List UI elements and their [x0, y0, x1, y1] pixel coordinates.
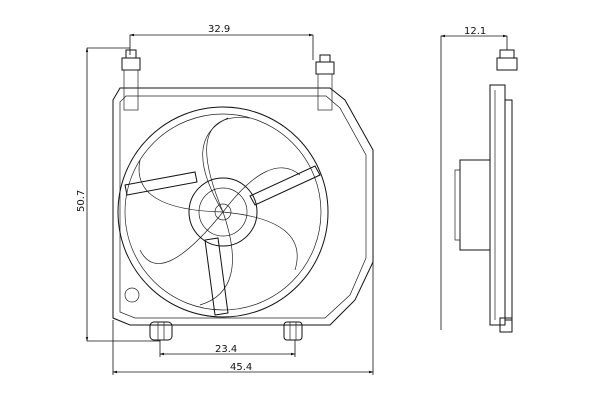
- strut-bottom: [204, 237, 229, 316]
- dimension-label-overall-width: 45.4: [230, 362, 252, 373]
- top-connector-right: [315, 54, 335, 111]
- bottom-connector-right: [283, 321, 303, 341]
- top-connector-left: [121, 49, 141, 111]
- dimension-label-connector-spacing: 23.4: [215, 344, 237, 355]
- dimension-label-height: 50.7: [76, 190, 87, 212]
- dimension-side-depth: 12.1: [440, 26, 508, 330]
- mount-hole: [124, 287, 140, 303]
- strut-right: [249, 165, 321, 206]
- front-view: [112, 49, 374, 341]
- bottom-connector-left: [149, 321, 173, 341]
- dimension-top-width: 32.9: [129, 24, 314, 60]
- motor-hub: [188, 177, 258, 247]
- fan-ring: [117, 106, 329, 318]
- dimension-connector-spacing: 23.4: [159, 340, 296, 357]
- fan-shroud: [112, 87, 374, 326]
- dimension-label-top-width: 32.9: [208, 24, 230, 35]
- dimension-height: 50.7: [76, 47, 160, 342]
- side-view: [454, 49, 518, 333]
- fan-blades: [138, 117, 301, 306]
- strut-left: [124, 171, 198, 196]
- dimension-label-side-depth: 12.1: [464, 26, 486, 37]
